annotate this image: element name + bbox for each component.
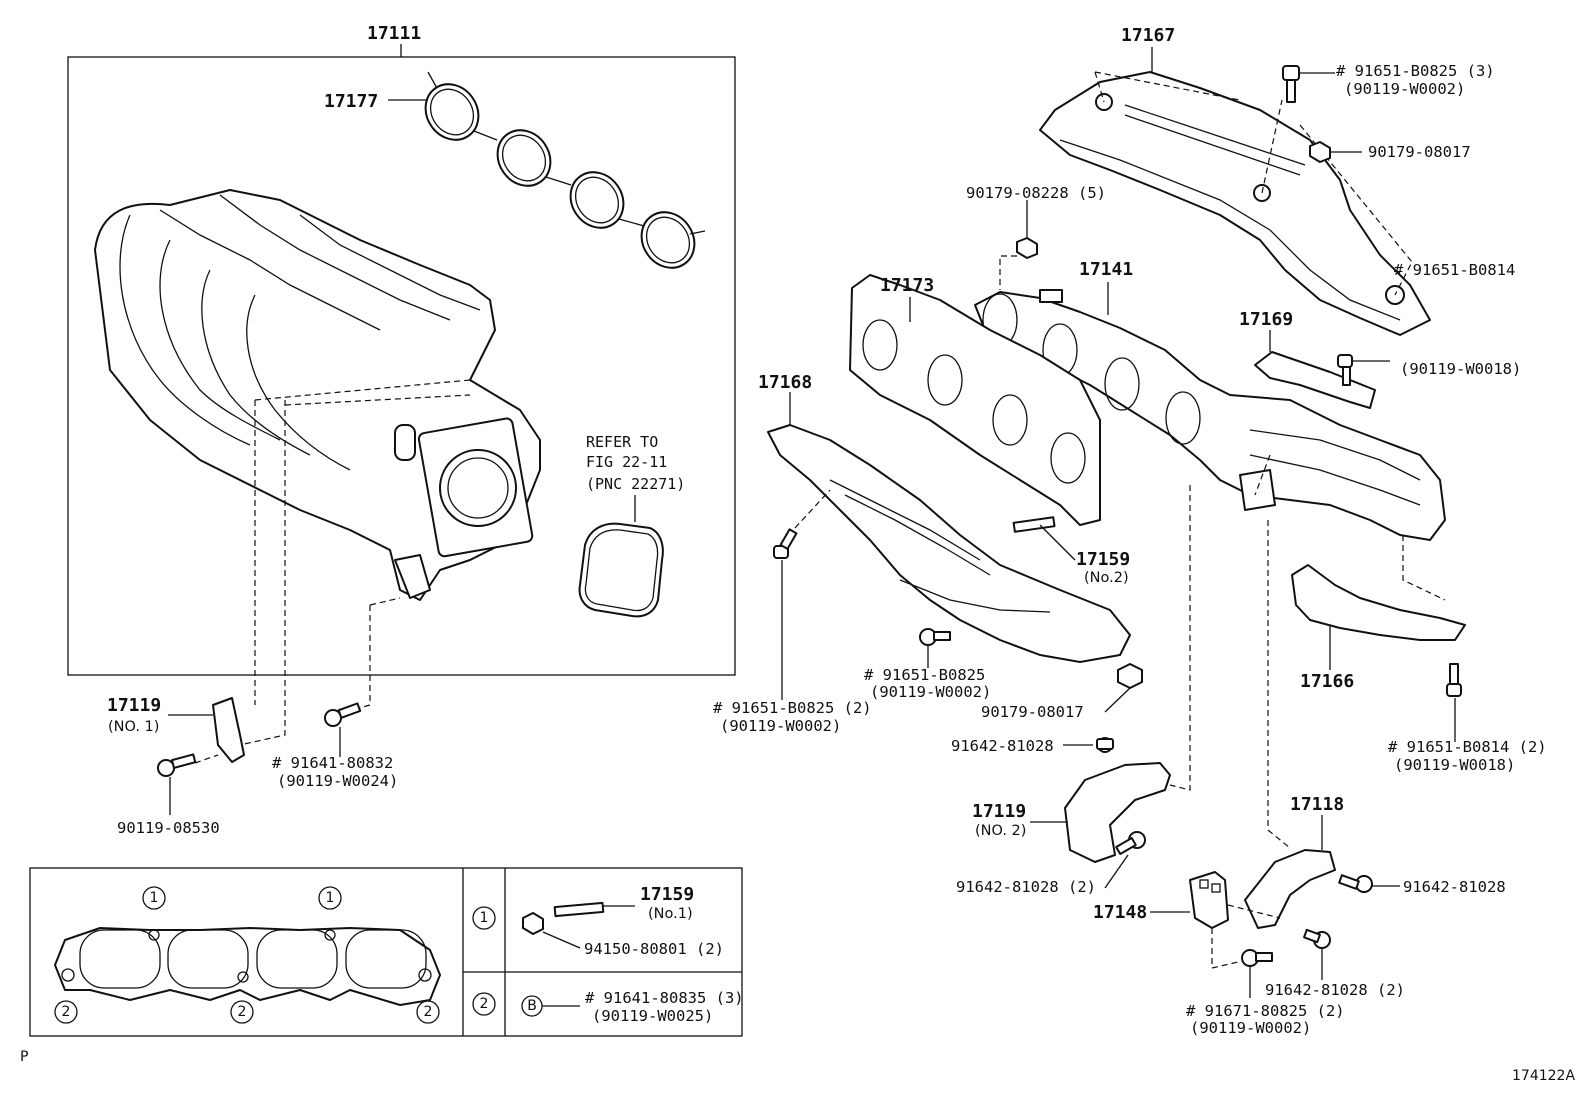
bolt-91651-B0825-2[interactable]: [773, 528, 798, 559]
bolt-90119-08530[interactable]: [157, 753, 197, 777]
label-91651-B0825-2: # 91651-B0825 (2): [713, 699, 872, 717]
label-90179-08017-a: 90179-08017: [1368, 143, 1471, 161]
label-17118: 17118: [1290, 794, 1344, 815]
legend-1: 1: [472, 906, 496, 930]
refer-pnc: (PNC 22271): [586, 475, 685, 493]
label-17159-no2: 17159: [1076, 549, 1130, 570]
label-17167: 17167: [1121, 25, 1175, 46]
gasket-inset-box: [29, 867, 743, 1037]
label-91642-81028-2b: 91642-81028 (2): [1265, 981, 1405, 999]
label-17119-no2: 17119: [972, 801, 1026, 822]
bolt-91651-B0825-3[interactable]: [1282, 65, 1300, 103]
label-91671-80825-2: # 91671-80825 (2): [1186, 1002, 1345, 1020]
label-90179-08017-b: 90179-08017: [981, 703, 1084, 721]
stud-17159-no1[interactable]: [553, 901, 605, 918]
refer-fig: FIG 22-11: [586, 453, 667, 471]
refer-to: REFER TO: [586, 433, 658, 451]
callout-2-c: 2: [416, 1000, 440, 1024]
callout-1-b: 1: [318, 886, 342, 910]
svg-text:2: 2: [62, 1004, 71, 1020]
svg-text:2: 2: [424, 1004, 433, 1020]
label-17141: 17141: [1079, 259, 1133, 280]
callout-1-a: 1: [142, 886, 166, 910]
svg-text:1: 1: [150, 890, 159, 906]
label-90119-W0002-b: (90119-W0002): [720, 717, 841, 735]
label-90119-W0002-a: (90119-W0002): [1344, 80, 1465, 98]
callout-2-a: 2: [54, 1000, 78, 1024]
gasket-17177[interactable]: [415, 71, 706, 278]
label-17111: 17111: [367, 23, 421, 44]
heat-insulator-17166[interactable]: [1291, 564, 1466, 641]
label-90119-W0018-a: (90119-W0018): [1400, 360, 1521, 378]
label-no1: (NO. 1): [108, 719, 159, 735]
label-91651-B0814-2: # 91651-B0814 (2): [1388, 738, 1547, 756]
label-17119-no1: 17119: [107, 695, 161, 716]
label-17159-no1: 17159: [640, 884, 694, 905]
bolt-91651-B0825[interactable]: [919, 628, 951, 646]
label-17177: 17177: [324, 91, 378, 112]
label-no2-b: (NO. 2): [975, 823, 1026, 839]
nut-90179-08017-top[interactable]: [1309, 141, 1331, 163]
heat-insulator-17167[interactable]: [1039, 71, 1431, 336]
bolt-91642-81028-2a[interactable]: [1115, 831, 1146, 855]
label-91642-81028-b: 91642-81028: [1403, 878, 1506, 896]
gasket-17173[interactable]: [849, 274, 1101, 526]
label-91641-80832: # 91641-80832: [272, 754, 393, 772]
bracket-17119-no2[interactable]: [1064, 762, 1171, 863]
svg-text:2: 2: [238, 1004, 247, 1020]
stud-17159-no2[interactable]: [1012, 516, 1056, 533]
bolt-91642-81028-b[interactable]: [1338, 874, 1373, 893]
label-91651-B0825-3: # 91651-B0825 (3): [1336, 62, 1495, 80]
bolt-91651-B0814-2[interactable]: [1446, 663, 1462, 697]
heat-insulator-17168[interactable]: [767, 424, 1131, 663]
label-no2-a: (No.2): [1084, 570, 1129, 586]
label-90179-08228: 90179-08228 (5): [966, 184, 1106, 202]
svg-text:B: B: [527, 998, 537, 1014]
label-90119-W0002-d: (90119-W0002): [1190, 1019, 1311, 1037]
callout-2-b: 2: [230, 1000, 254, 1024]
label-91641-80835-3: # 91641-80835 (3): [585, 989, 744, 1007]
bolt-91642-81028-2b[interactable]: [1303, 928, 1331, 949]
label-94150-80801: 94150-80801 (2): [584, 940, 724, 958]
label-17148: 17148: [1093, 902, 1147, 923]
label-91651-B0825-c: # 91651-B0825: [864, 666, 985, 684]
label-90119-W0018-b: (90119-W0018): [1394, 756, 1515, 774]
svg-text:2: 2: [480, 996, 489, 1012]
corner-p: P: [20, 1049, 28, 1065]
label-17166: 17166: [1300, 671, 1354, 692]
heat-insulator-17169[interactable]: [1254, 351, 1376, 409]
legend-2: 2: [472, 992, 496, 1016]
label-91642-81028-2a: 91642-81028 (2): [956, 878, 1096, 896]
label-91651-B0814-a: # 91651-B0814: [1394, 261, 1515, 279]
label-no1-b: (No.1): [648, 906, 693, 922]
bolt-91642-81028-a[interactable]: [1096, 737, 1114, 753]
figure-id: 174122A: [1512, 1068, 1575, 1084]
nut-90179-08228[interactable]: [1016, 237, 1038, 259]
svg-text:1: 1: [480, 910, 489, 926]
nut-90179-08017-bottom[interactable]: [1117, 663, 1143, 689]
intake-manifold[interactable]: [94, 189, 541, 601]
throttle-body-gasket[interactable]: [578, 522, 664, 618]
label-17169: 17169: [1239, 309, 1293, 330]
bracket-17148[interactable]: [1189, 871, 1229, 929]
legend-b: B: [521, 995, 543, 1017]
label-90119-W0002-c: (90119-W0002): [870, 683, 991, 701]
bracket-17118[interactable]: [1244, 849, 1336, 929]
bolt-91641-80832[interactable]: [324, 702, 362, 727]
inset-gasket: [54, 927, 441, 1006]
bolt-91671-80825-2[interactable]: [1241, 949, 1273, 967]
bracket-17119-no1[interactable]: [212, 697, 245, 763]
label-17173: 17173: [880, 275, 934, 296]
label-90119-08530: 90119-08530: [117, 819, 220, 837]
label-91642-81028-a: 91642-81028: [951, 737, 1054, 755]
label-17168: 17168: [758, 372, 812, 393]
nut-94150-80801[interactable]: [522, 912, 544, 935]
svg-text:1: 1: [326, 890, 335, 906]
label-90119-W0025: (90119-W0025): [592, 1007, 713, 1025]
label-90119-W0024: (90119-W0024): [277, 772, 398, 790]
